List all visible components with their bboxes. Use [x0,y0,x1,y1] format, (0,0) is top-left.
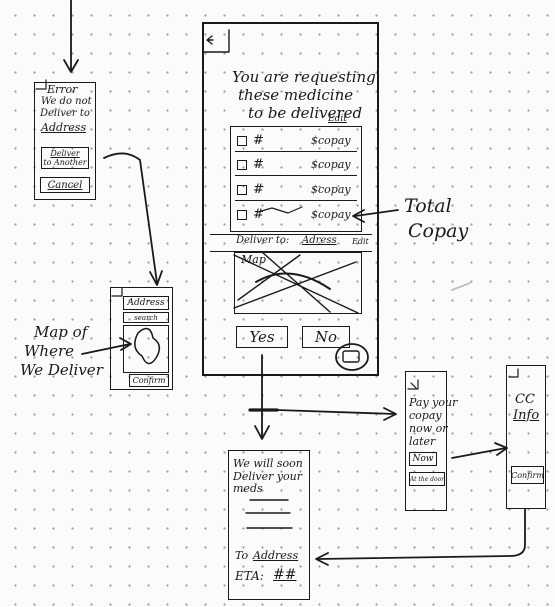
total-copay-line-2: Copay [408,220,469,242]
medicine-copay: $copay [311,134,351,147]
cancel-button-label: Cancel [47,179,83,191]
deliver-to-another-button[interactable]: Deliver to Another [41,147,89,169]
pay-line-1: Pay your [409,396,458,409]
medicine-list: # $copay # $copay # $copay # $copay [230,126,362,232]
medicine-number: # [253,182,264,197]
map-note-line-2: Where [24,342,75,360]
pay-at-door-button[interactable]: At the door [409,472,445,486]
medicine-copay: $copay [311,183,351,196]
pay-line-2: copay [409,409,442,422]
soon-eta-value: ## [273,567,297,583]
checkbox-icon[interactable] [237,136,247,146]
soon-line-1: We will soon [233,457,303,470]
medicine-row[interactable]: # $copay [235,155,357,176]
arrow-error-to-address [103,152,158,284]
error-line-1: Error [47,83,78,96]
soon-line-2: Deliver your [233,470,303,483]
deliver-edit-link[interactable]: Edit [352,237,369,246]
main-heading-line-2: these medicine [238,86,354,104]
medicine-number: # [253,133,264,148]
pay-now-button[interactable]: Now [409,452,437,466]
pay-line-4: later [409,435,436,448]
deliver-to-label: Deliver to: [236,235,290,246]
map-area[interactable]: Map [234,252,362,314]
confirm-address-label: Confirm [132,376,166,385]
pay-now-label: Now [412,454,434,464]
error-address-word: Address [41,121,87,134]
arrow-now-to-cc [451,447,507,459]
total-copay-line-1: Total [404,195,452,217]
arrow-cc-to-soon [317,508,526,560]
deliver-to-row: Deliver to: Adress Edit [210,234,372,252]
soon-to-label: To [235,549,249,562]
cc-title-line-1: CC [515,392,535,407]
search-field[interactable]: search [123,312,169,323]
pay-line-3: now or [409,422,448,435]
map-label: Map [241,253,266,266]
checkbox-icon[interactable] [237,160,247,170]
address-field[interactable]: Address [123,296,169,310]
deliver-soon-screen: We will soon Deliver your meds To Addres… [228,450,310,600]
yes-button[interactable]: Yes [236,326,288,348]
medicine-edit-link[interactable]: Edit [328,114,347,124]
soon-eta-label: ETA: [235,569,264,583]
checkbox-icon[interactable] [237,185,247,195]
checkbox-icon[interactable] [237,210,247,220]
medicine-row[interactable]: # $copay [235,205,357,225]
medicine-number: # [253,157,264,172]
search-field-label: search [134,313,158,322]
arrow-to-pay [276,409,396,415]
pay-at-door-label: At the door [409,475,445,483]
error-screen: Error We do not Deliver to Address Deliv… [34,82,96,200]
cc-info-screen: CC Info Confirm [506,365,546,509]
error-line-2: We do not [41,96,92,107]
map-note-line-1: Map of [34,323,88,341]
map-note-line-3: We Deliver [20,361,103,379]
no-button[interactable]: No [302,326,350,348]
cc-title-line-2: Info [513,408,540,423]
deliver-button-line-2: to Another [43,158,87,167]
no-button-label: No [314,328,338,346]
error-line-3: Deliver to [40,108,90,119]
confirm-address-button[interactable]: Confirm [129,374,169,387]
medicine-number: # [253,207,264,222]
soon-line-3: meds [233,482,263,495]
medicine-row[interactable]: # $copay [235,131,357,152]
main-heading-line-3: to be delivered [248,104,363,122]
deliver-button-line-1: Deliver [50,149,80,158]
soon-to-address: Address [253,549,299,562]
yes-button-label: Yes [249,328,275,346]
delivery-map[interactable] [123,325,169,373]
cc-confirm-label: Confirm [511,470,544,480]
medicine-row[interactable]: # $copay [235,180,357,201]
cc-confirm-button[interactable]: Confirm [511,466,544,484]
address-screen: Address search Confirm [110,287,173,390]
main-heading-line-1: You are requesting [232,68,376,86]
main-screen: You are requesting these medicine to be … [202,22,379,376]
medicine-copay: $copay [311,208,351,221]
medicine-copay: $copay [311,158,351,171]
deliver-to-address[interactable]: Adress [302,235,337,246]
address-field-label: Address [127,298,165,308]
pay-screen: Pay your copay now or later Now At the d… [405,371,457,511]
cancel-button[interactable]: Cancel [40,177,90,193]
